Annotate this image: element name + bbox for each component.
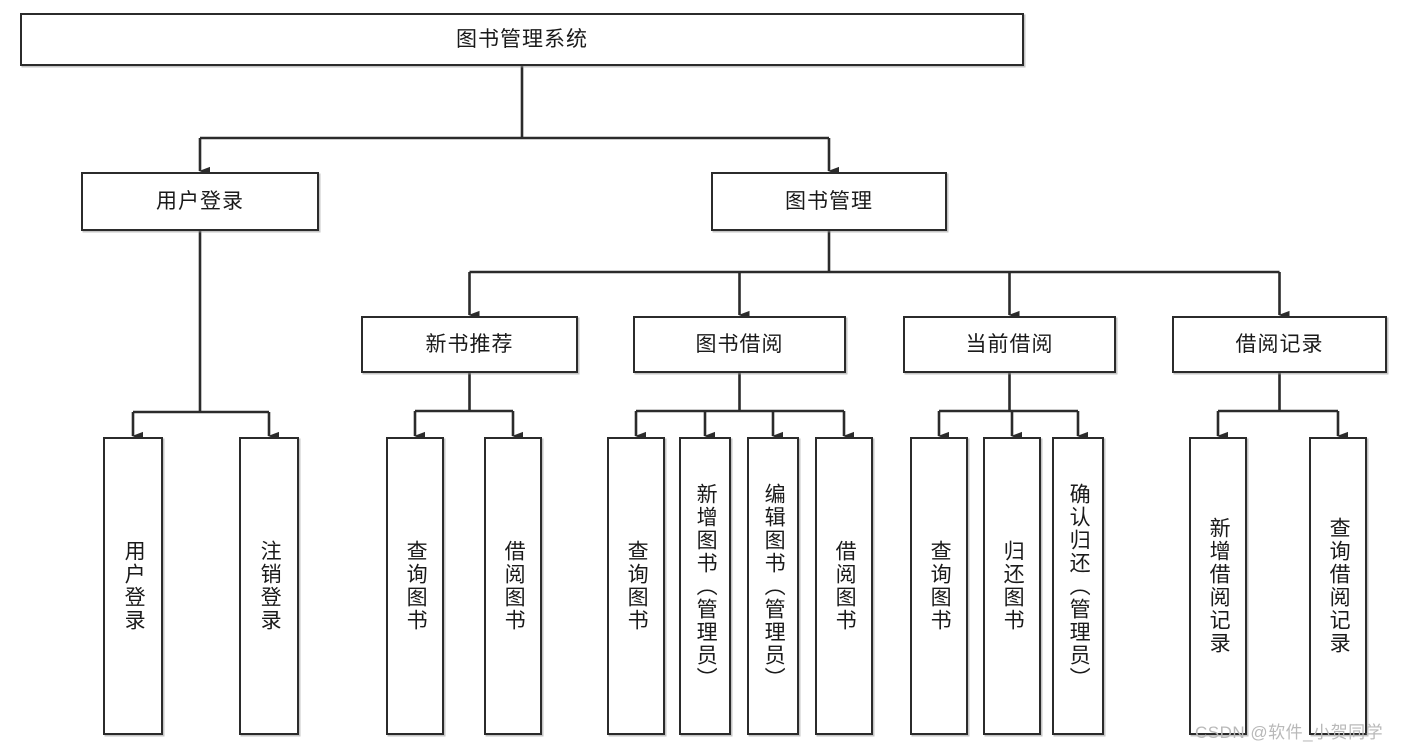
node-label: 借阅图书 bbox=[502, 540, 526, 632]
node-label: 借阅图书 bbox=[833, 540, 857, 632]
node-leaf_1[interactable]: 注销登录 bbox=[239, 437, 299, 735]
node-l1_0[interactable]: 用户登录 bbox=[81, 172, 319, 231]
node-label: 图书借阅 bbox=[695, 332, 784, 356]
node-label: 当前借阅 bbox=[965, 332, 1054, 356]
node-label: 图书管理 bbox=[785, 189, 873, 213]
node-label: 新增图书（管理员） bbox=[694, 482, 718, 690]
node-leaf_2[interactable]: 查询图书 bbox=[386, 437, 444, 735]
node-leaf_3[interactable]: 借阅图书 bbox=[484, 437, 542, 735]
node-label: 查询借阅记录 bbox=[1327, 517, 1351, 655]
node-label: 新增借阅记录 bbox=[1207, 517, 1231, 655]
node-leaf_6[interactable]: 编辑图书（管理员） bbox=[747, 437, 799, 735]
node-l2_2[interactable]: 当前借阅 bbox=[903, 316, 1116, 373]
watermark-text: CSDN @软件_小贺同学 bbox=[1195, 723, 1384, 742]
node-leaf_0[interactable]: 用户登录 bbox=[103, 437, 163, 735]
node-leaf_8[interactable]: 查询图书 bbox=[910, 437, 968, 735]
node-l2_3[interactable]: 借阅记录 bbox=[1172, 316, 1387, 373]
node-label: 借阅记录 bbox=[1235, 332, 1324, 356]
node-label: 查询图书 bbox=[404, 540, 428, 632]
node-label: 编辑图书（管理员） bbox=[762, 482, 786, 690]
node-l2_1[interactable]: 图书借阅 bbox=[633, 316, 846, 373]
node-l1_1[interactable]: 图书管理 bbox=[711, 172, 947, 231]
node-leaf_5[interactable]: 新增图书（管理员） bbox=[679, 437, 731, 735]
node-leaf_4[interactable]: 查询图书 bbox=[607, 437, 665, 735]
node-leaf_12[interactable]: 查询借阅记录 bbox=[1309, 437, 1367, 735]
node-label: 用户登录 bbox=[156, 189, 244, 213]
node-root[interactable]: 图书管理系统 bbox=[20, 13, 1024, 66]
node-label: 图书管理系统 bbox=[456, 27, 588, 51]
node-leaf_10[interactable]: 确认归还（管理员） bbox=[1052, 437, 1104, 735]
node-label: 归还图书 bbox=[1001, 540, 1025, 632]
node-label: 确认归还（管理员） bbox=[1067, 482, 1091, 690]
node-leaf_9[interactable]: 归还图书 bbox=[983, 437, 1041, 735]
node-label: 注销登录 bbox=[258, 540, 282, 632]
node-leaf_7[interactable]: 借阅图书 bbox=[815, 437, 873, 735]
node-label: 用户登录 bbox=[122, 540, 146, 632]
node-label: 新书推荐 bbox=[425, 332, 514, 356]
node-label: 查询图书 bbox=[928, 540, 952, 632]
node-label: 查询图书 bbox=[625, 540, 649, 632]
node-l2_0[interactable]: 新书推荐 bbox=[361, 316, 578, 373]
node-leaf_11[interactable]: 新增借阅记录 bbox=[1189, 437, 1247, 735]
